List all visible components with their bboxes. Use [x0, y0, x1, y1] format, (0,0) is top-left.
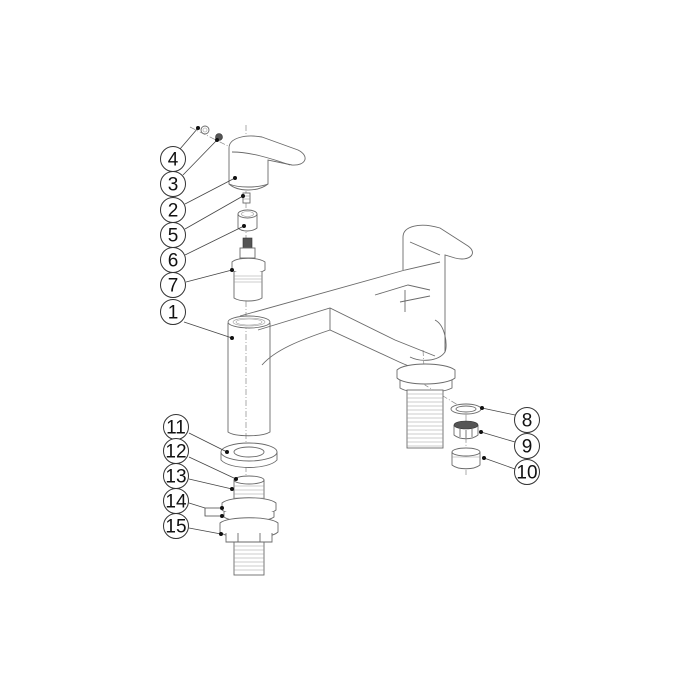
- callout-number: 4: [168, 150, 179, 171]
- lever-handle: [228, 135, 306, 191]
- callout-circle: [163, 513, 189, 539]
- callout-number: 2: [168, 201, 179, 222]
- callout-circle: [514, 459, 540, 485]
- callout-7: 7: [160, 272, 186, 298]
- callout-number: 8: [522, 411, 533, 432]
- callout-4: 4: [160, 146, 186, 172]
- callout-number: 15: [165, 517, 186, 538]
- base-washer: [220, 442, 278, 468]
- callout-number: 14: [165, 492, 187, 513]
- ceramic-cartridge: [231, 237, 266, 302]
- callout-5: 5: [160, 222, 186, 248]
- callout-number: 1: [168, 303, 179, 324]
- callout-circle: [514, 407, 540, 433]
- callout-number: 3: [168, 175, 179, 196]
- outlet-washer: [450, 403, 482, 415]
- callout-circle: [160, 272, 186, 298]
- callout-8: 8: [514, 407, 540, 433]
- callout-number: 9: [522, 437, 533, 458]
- callout-6: 6: [160, 247, 186, 273]
- callout-12: 12: [163, 438, 189, 464]
- callout-10: 10: [514, 459, 540, 485]
- callout-circle: [160, 171, 186, 197]
- callout-number: 13: [165, 467, 186, 488]
- right-tail-threads: [407, 393, 443, 447]
- callout-circle: [160, 299, 186, 325]
- callout-9: 9: [514, 433, 540, 459]
- aerator-insert: [453, 420, 479, 440]
- callout-1: 1: [160, 299, 186, 325]
- callout-13: 13: [163, 463, 189, 489]
- callout-15: 15: [163, 513, 189, 539]
- threaded-tail-assembly: [219, 475, 279, 576]
- callout-number: 6: [168, 251, 179, 272]
- aerator-housing: [451, 447, 481, 470]
- callout-number: 12: [165, 442, 186, 463]
- callout-11: 11: [163, 414, 189, 440]
- callout-3: 3: [160, 171, 186, 197]
- right-center-axis: [422, 349, 467, 475]
- leader-lines: [179, 126, 516, 536]
- callout-number: 10: [516, 463, 537, 484]
- indicator-cap-4: [200, 125, 210, 135]
- tap-body: [227, 224, 473, 449]
- callout-number: 5: [168, 226, 179, 247]
- callout-number: 7: [168, 276, 179, 297]
- callout-circle: [514, 433, 540, 459]
- callout-number: 11: [166, 418, 186, 439]
- callout-2: 2: [160, 197, 186, 223]
- callout-14: 14: [163, 488, 189, 514]
